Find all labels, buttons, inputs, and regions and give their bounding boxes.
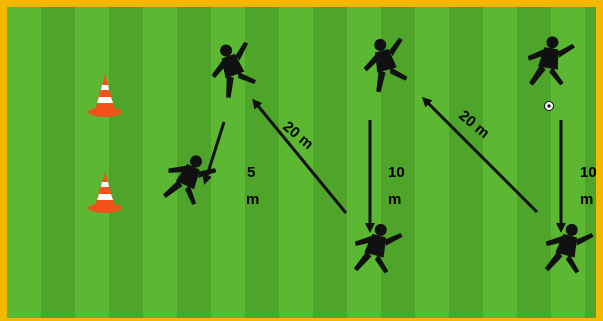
pitch-stripes [7,7,596,318]
distance-label-10m-right-num: 10 [580,164,597,181]
arrow-diagonal-20m-right [421,96,539,214]
arrow-pass-5m [202,121,226,185]
pitch-stripe [585,7,596,318]
pitch-stripe [313,7,347,318]
distance-label-10m-middle-unit: m [388,191,401,208]
soccer-ball-icon [544,101,554,111]
distance-label-10m-middle-num: 10 [388,164,405,181]
pitch-stripe [7,7,41,318]
pitch-stripe [449,7,483,318]
pitch-stripe [143,7,177,318]
pitch-stripe [41,7,75,318]
cone-icon [88,74,122,117]
arrow-diagonal-20m-left [252,98,348,214]
pitch-stripe [415,7,449,318]
distance-label-5m-num: 5 [247,164,255,181]
pitch-stripe [109,7,143,318]
pitch-stripe [75,7,109,318]
movement-arrows [202,96,566,233]
distance-label-10m-right-unit: m [580,191,593,208]
distance-label-5m-unit: m [246,191,259,208]
cone-icon [88,172,122,213]
pitch-stripe [279,7,313,318]
pitch-stripe [245,7,279,318]
